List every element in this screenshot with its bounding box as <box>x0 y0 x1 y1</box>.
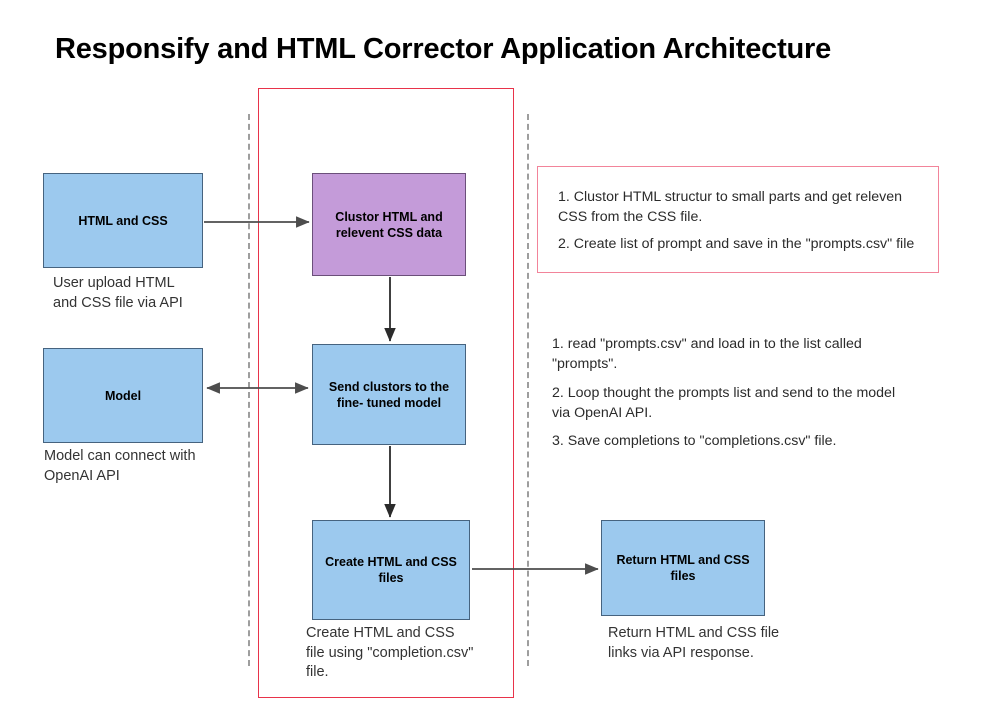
caption-return-html-and-css-files: Return HTML and CSS file links via API r… <box>608 625 780 661</box>
caption-create-html-and-css-files: Create HTML and CSS file using "completi… <box>306 625 474 681</box>
caption-html-and-css: User upload HTML and CSS file via API <box>53 275 183 311</box>
clustering-note-item-2: 2. Create list of prompt and save in the… <box>558 236 915 252</box>
clustering-note-item-1: 1. Clustor HTML structur to small parts … <box>558 189 903 225</box>
clustering-note-frame <box>537 166 939 273</box>
node-cluster-html-and-css-data[interactable]: Clustor HTML and relevent CSS data <box>312 173 466 276</box>
model-note-item-2: 2. Loop thought the prompts list and sen… <box>552 385 896 421</box>
caption-model: Model can connect with OpenAI API <box>44 448 196 484</box>
model-note-item-3: 3. Save completions to "completions.csv"… <box>552 433 837 449</box>
node-return-html-and-css-files[interactable]: Return HTML and CSS files <box>601 520 765 616</box>
page-title: Responsify and HTML Corrector Applicatio… <box>55 33 832 65</box>
node-send-clusters-to-fine-tuned-model[interactable]: Send clustors to the fine- tuned model <box>312 344 466 445</box>
node-create-html-and-css-files[interactable]: Create HTML and CSS files <box>312 520 470 620</box>
model-note-item-1: 1. read "prompts.csv" and load in to the… <box>552 336 862 372</box>
node-model[interactable]: Model <box>43 348 203 443</box>
node-html-and-css[interactable]: HTML and CSS <box>43 173 203 268</box>
lane-divider-left <box>248 114 250 666</box>
lane-divider-right <box>527 114 529 666</box>
